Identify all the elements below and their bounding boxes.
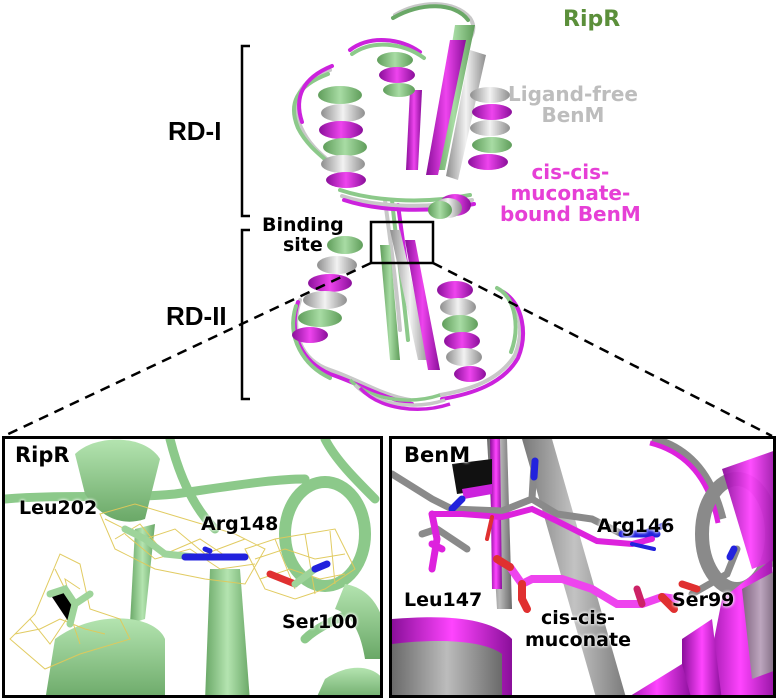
legend-benm-free-line1: Ligand-free bbox=[508, 82, 638, 106]
protein-overlay-structure bbox=[3, 2, 773, 438]
benm-closeup-render bbox=[392, 439, 773, 695]
ligand-label-line2: muconate bbox=[525, 629, 631, 651]
benm-closeup-panel: BenM Arg146 Leu147 Ser99 cis-cis- mucona… bbox=[389, 436, 776, 698]
binding-site-line1: Binding bbox=[262, 214, 344, 236]
binding-site-box bbox=[369, 220, 435, 265]
ripr-panel-title: RipR bbox=[15, 443, 70, 467]
ripr-closeup-panel: RipR Leu202 Arg148 Ser100 bbox=[2, 436, 383, 698]
rd1-label: RD-I bbox=[168, 116, 222, 146]
residue-label-arg146: Arg146 bbox=[597, 515, 675, 537]
legend-benm-bound-line2: muconate- bbox=[510, 181, 631, 205]
legend-muconate-bound-benm: cis-cis- muconate- bound BenM bbox=[500, 162, 641, 225]
legend-benm-bound-line1: cis-cis- bbox=[531, 160, 610, 184]
residue-label-ser99: Ser99 bbox=[672, 589, 735, 611]
ligand-label-line1: cis-cis- bbox=[541, 607, 615, 629]
binding-site-label: Binding site bbox=[262, 214, 344, 256]
legend-ligand-free-benm: Ligand-free BenM bbox=[508, 84, 638, 126]
zoom-line-right bbox=[432, 261, 773, 438]
legend-benm-bound-line3: bound BenM bbox=[500, 202, 641, 226]
benm-panel-title: BenM bbox=[404, 443, 471, 467]
residue-label-leu147: Leu147 bbox=[404, 589, 483, 611]
residue-label-leu202: Leu202 bbox=[19, 497, 98, 519]
binding-site-line2: site bbox=[282, 233, 323, 256]
residue-label-arg148: Arg148 bbox=[201, 513, 279, 535]
ripr-closeup-render bbox=[5, 439, 380, 695]
legend-ripr: RipR bbox=[563, 8, 620, 31]
rd2-bracket bbox=[240, 228, 250, 401]
zoom-line-left bbox=[3, 261, 372, 438]
residue-label-ser100: Ser100 bbox=[282, 611, 358, 633]
ligand-label-cis-cis-muconate: cis-cis- muconate bbox=[525, 607, 631, 651]
rd1-bracket bbox=[240, 44, 250, 218]
legend-ripr-text: RipR bbox=[563, 7, 621, 32]
rd2-label: RD-II bbox=[166, 301, 227, 331]
legend-benm-free-line2: BenM bbox=[541, 103, 605, 127]
